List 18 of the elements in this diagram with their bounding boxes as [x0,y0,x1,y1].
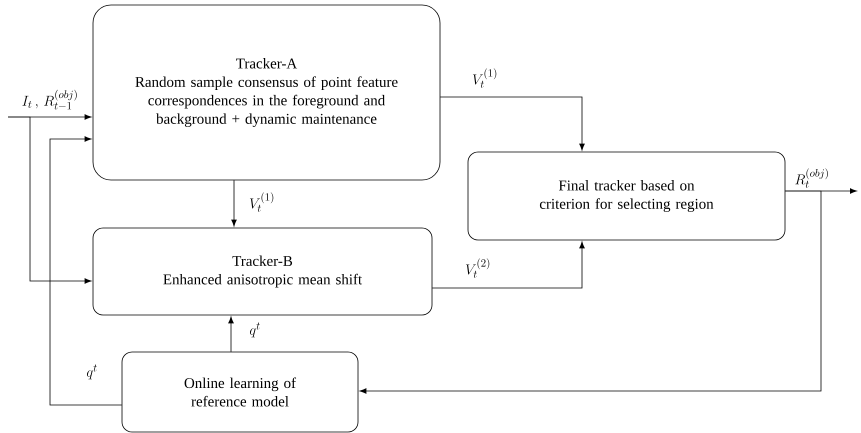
edge-label: $V_t^{(1)}$ [250,192,274,212]
arrow [8,116,92,284]
arrow [228,316,234,352]
arrow [231,180,237,226]
arrow [360,190,822,394]
process-box: Online learning of reference model [122,352,358,432]
process-box: Tracker-A Random sample consensus of point feature correspondences in the foreground and background + dynamic maintenance [92,4,440,180]
arrow [432,242,585,288]
arrow [440,96,585,150]
edge-label: $I_t\,,\,R_{t-1}^{(obj)}$ [22,90,77,110]
arrow [50,136,122,406]
process-box: Final tracker based on criterion for selecting region [468,152,786,240]
edge-label: $q^t$ [86,364,97,380]
edge-label: $V_t^{(2)}$ [466,258,490,278]
process-box: Tracker-B Enhanced anisotropic mean shift [92,228,432,316]
edge-label: $q^t$ [250,322,260,338]
edge-label: $R_t^{(obj)}$ [795,168,828,188]
edge-label: $V_t^{(1)}$ [472,68,496,88]
